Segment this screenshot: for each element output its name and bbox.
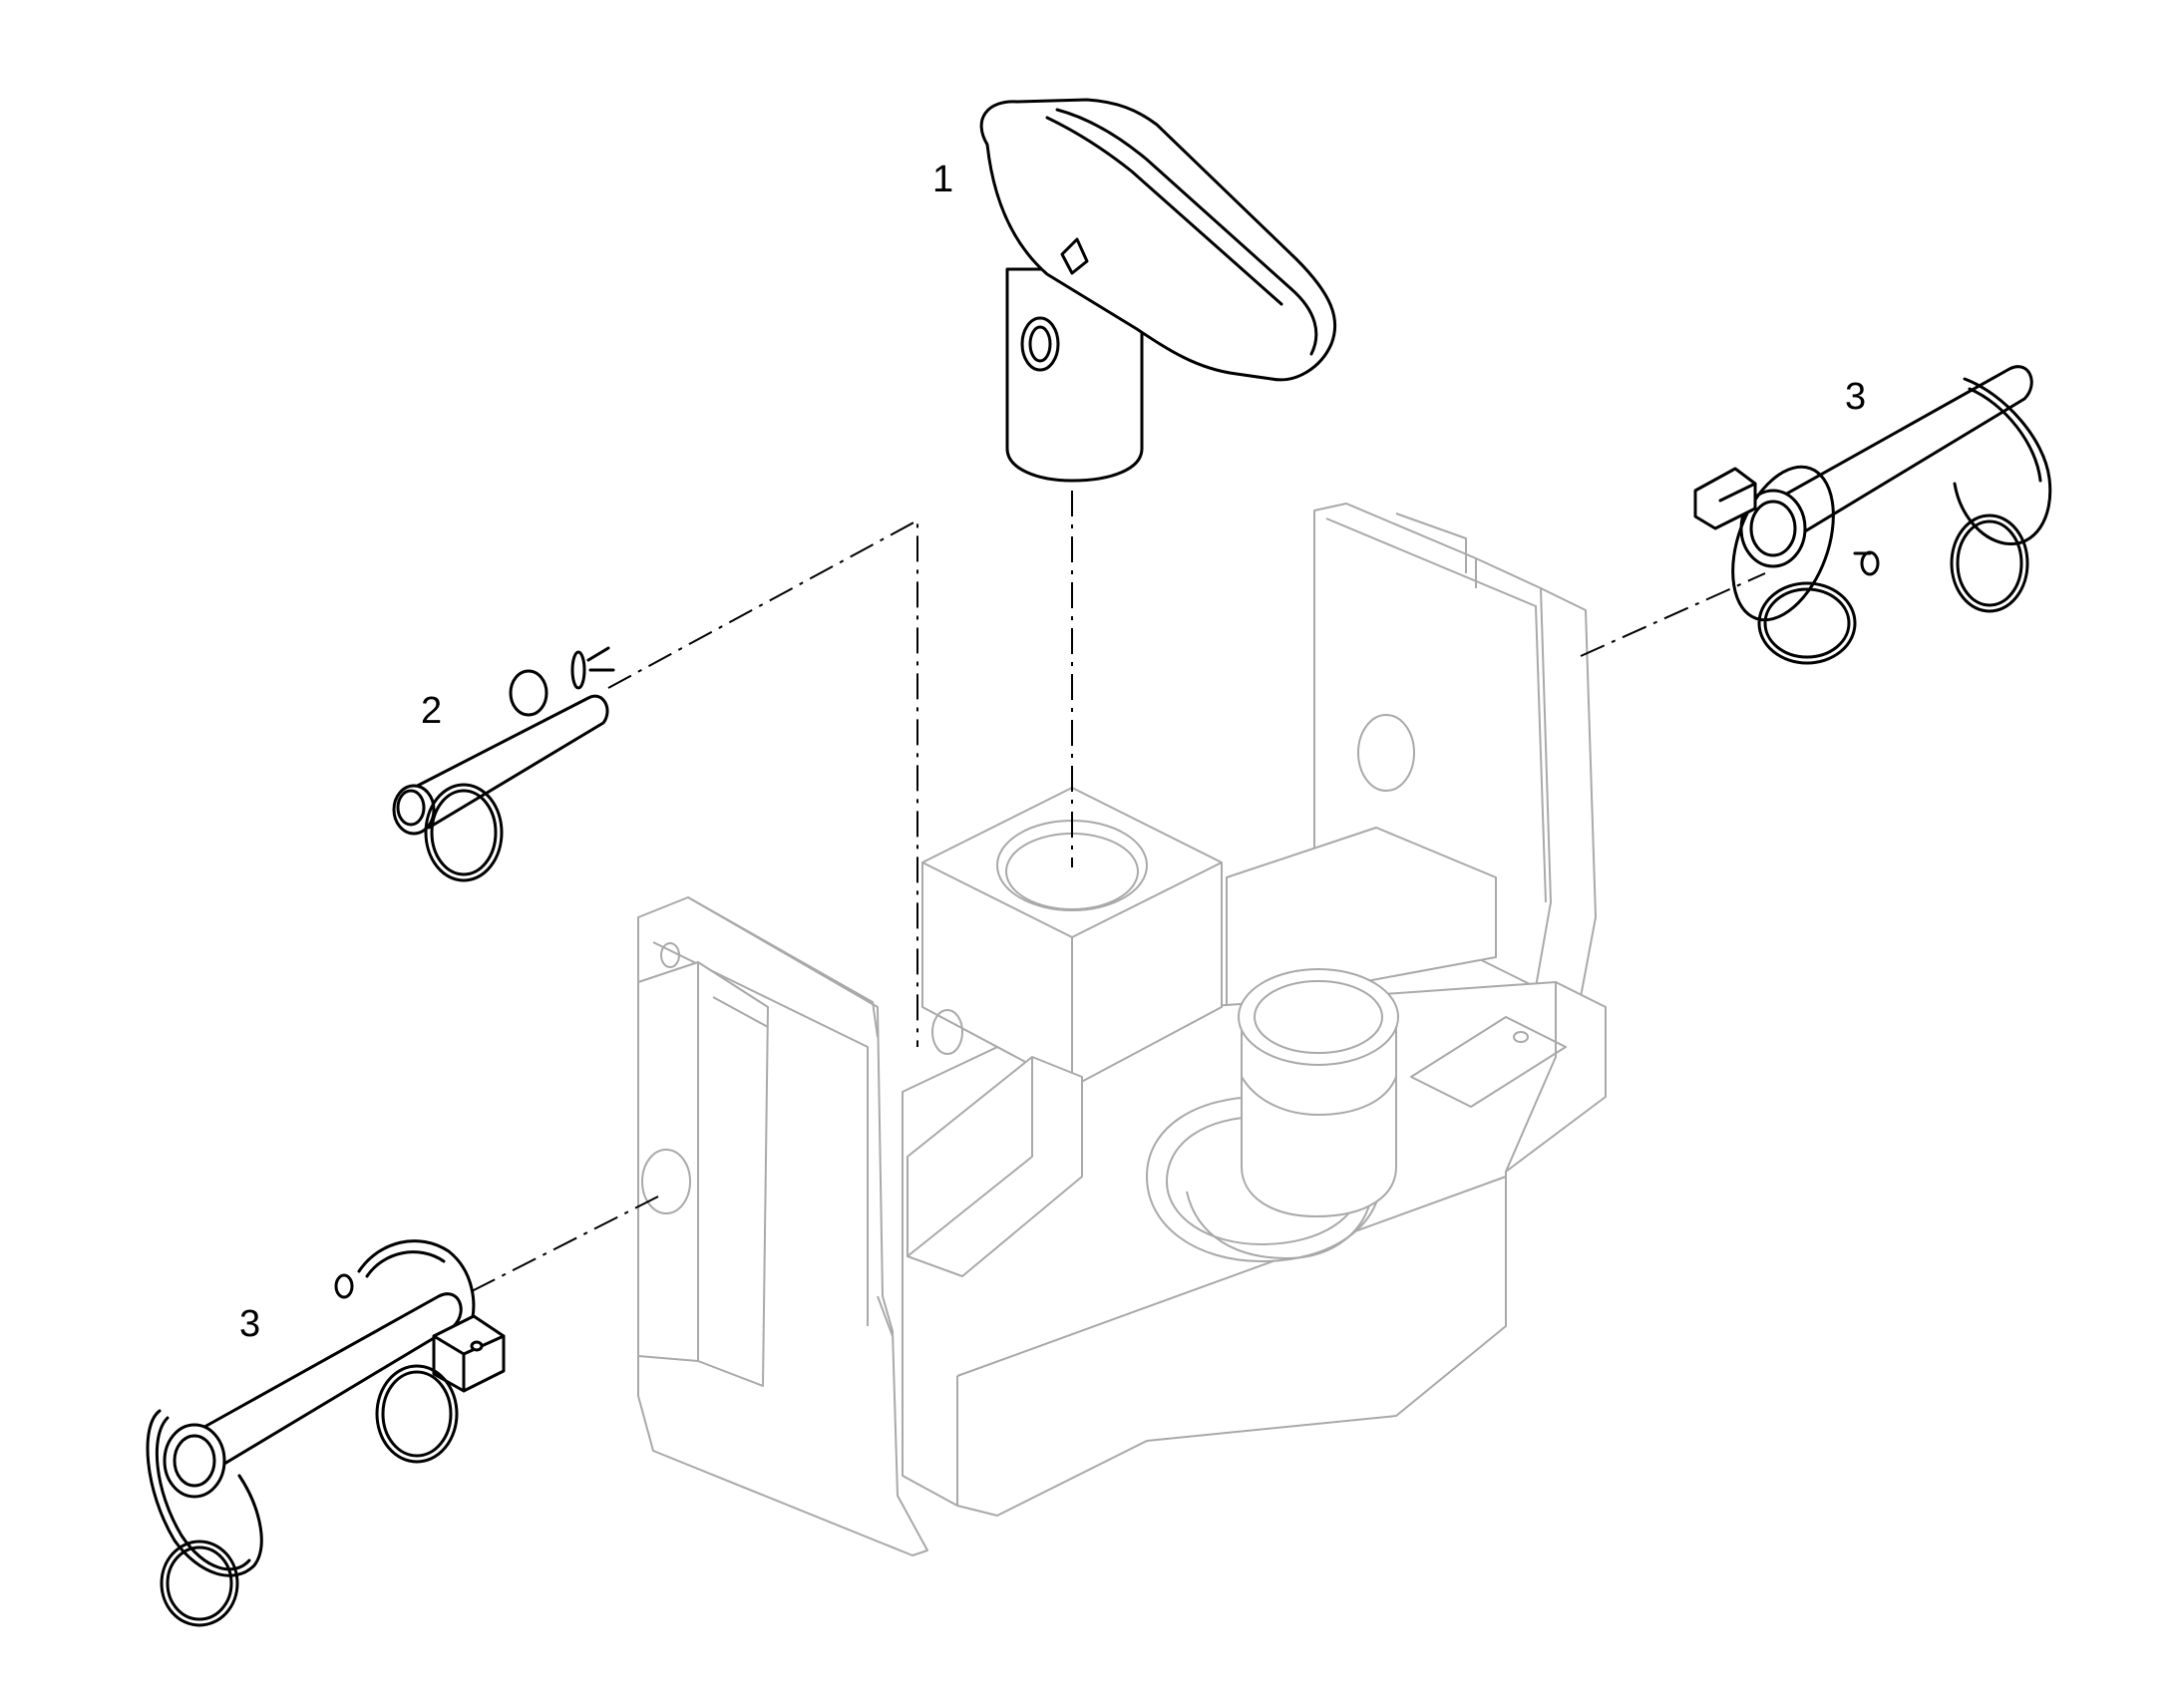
callout-1: 1 bbox=[932, 159, 953, 200]
leader-lines bbox=[471, 491, 1766, 1292]
small-clevis-pin bbox=[392, 646, 615, 882]
callout-2: 2 bbox=[421, 690, 442, 732]
linch-pin-left bbox=[146, 1239, 506, 1627]
linch-pin-right bbox=[1693, 365, 2052, 665]
coupling-housing bbox=[637, 503, 1607, 1556]
callout-3-left: 3 bbox=[239, 1303, 260, 1345]
callout-3-right: 3 bbox=[1845, 376, 1866, 418]
t-handle-pin bbox=[979, 98, 1337, 483]
